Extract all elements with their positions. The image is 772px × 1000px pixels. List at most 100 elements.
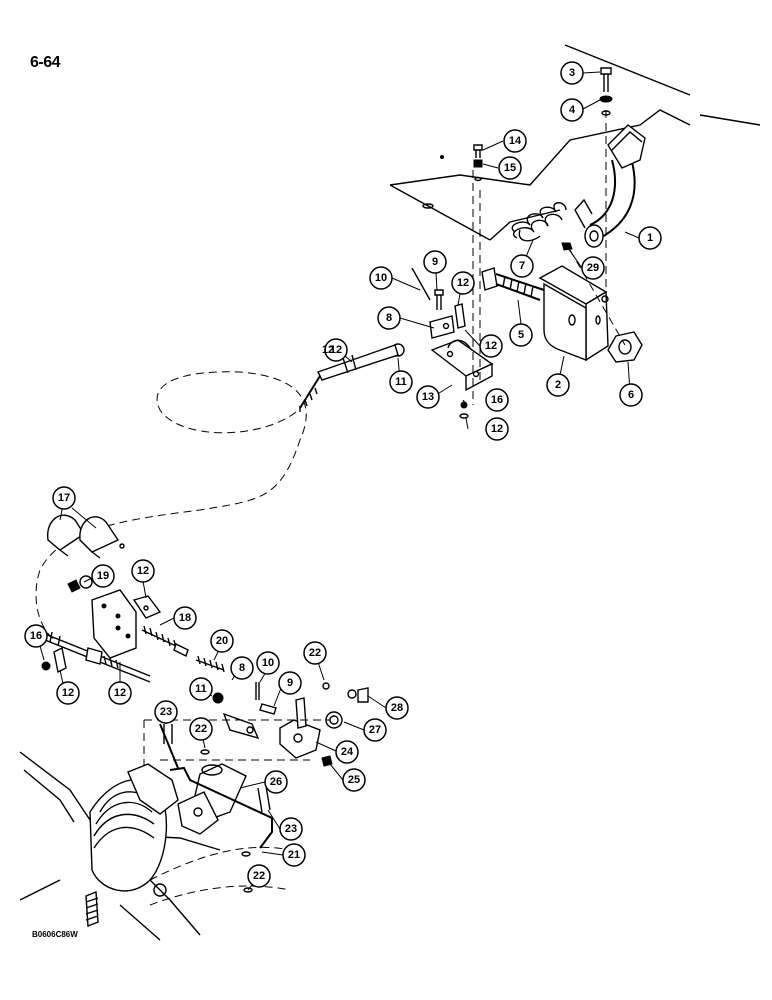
- callout-label: 9: [432, 256, 438, 268]
- callout-label: 24: [341, 746, 354, 758]
- callout-4: 4: [560, 98, 584, 122]
- spring-20: [195, 655, 225, 673]
- callout-label: 25: [348, 774, 360, 786]
- callout-label: 12: [457, 277, 469, 289]
- callout-13: 13: [416, 385, 440, 409]
- callout-3: 3: [560, 61, 584, 85]
- callout-16: 16: [24, 624, 48, 648]
- callout-label: 15: [504, 162, 516, 174]
- callout-25: 25: [342, 768, 366, 792]
- assembly-line-lower-5: [149, 885, 291, 906]
- cable-lower-end: [29, 625, 151, 683]
- callout-11: 11: [189, 677, 213, 701]
- small-bolt-and-nut: [473, 144, 483, 182]
- callout-label: 7: [519, 260, 525, 272]
- callout-22: 22: [247, 864, 271, 888]
- callout-label: 12: [491, 423, 503, 435]
- callout-9: 9: [278, 671, 302, 695]
- callout-12: 12: [451, 271, 475, 295]
- lower-plate: [91, 589, 137, 659]
- return-spring: [511, 202, 567, 242]
- callout-23: 23: [279, 817, 303, 841]
- callout-29: 29: [581, 256, 605, 280]
- callout-8: 8: [230, 656, 254, 680]
- callout-14: 14: [503, 129, 527, 153]
- callout-label: 12: [330, 344, 342, 356]
- callout-label: 19: [97, 570, 109, 582]
- callout-label: 8: [386, 312, 392, 324]
- callout-label: 10: [375, 272, 387, 284]
- callout-label: 26: [270, 776, 282, 788]
- callout-label: 12: [114, 687, 126, 699]
- callout-label: 4: [569, 104, 576, 116]
- callout-12: 12: [56, 681, 80, 705]
- callout-label: 12: [322, 344, 334, 356]
- callout-9: 9: [423, 250, 447, 274]
- callout-27: 27: [363, 718, 387, 742]
- callout-7: 7: [510, 254, 534, 278]
- callout-12: 12: [322, 344, 334, 356]
- callout-label: 11: [395, 376, 407, 388]
- callout-15: 15: [498, 156, 522, 180]
- callout-label: 14: [509, 135, 522, 147]
- callout-label: 23: [285, 823, 297, 835]
- callout-22: 22: [303, 641, 327, 665]
- callout-12: 12: [485, 417, 509, 441]
- callout-11: 11: [389, 370, 413, 394]
- callout-label: 2: [555, 379, 561, 391]
- callout-28: 28: [385, 696, 409, 720]
- callout-12: 12: [479, 334, 503, 358]
- callout-label: 22: [309, 647, 321, 659]
- callout-17: 17: [52, 486, 76, 510]
- callout-24: 24: [335, 740, 359, 764]
- stop-bolt: [481, 267, 545, 301]
- callout-label: 28: [391, 702, 403, 714]
- cable-clamps: [47, 514, 125, 559]
- floor-panel: [389, 44, 761, 241]
- linkage-rod: [169, 766, 273, 849]
- callout-6: 6: [619, 383, 643, 407]
- callout-18: 18: [173, 606, 197, 630]
- jam-nut: [561, 242, 573, 251]
- callout-label: 29: [587, 262, 599, 274]
- callout-12: 12: [324, 338, 348, 362]
- callout-label: 17: [58, 492, 70, 504]
- callout-26: 26: [264, 770, 288, 794]
- callout-label: 23: [160, 706, 172, 718]
- callout-label: 12: [62, 687, 74, 699]
- callout-8: 8: [377, 306, 401, 330]
- callout-20: 20: [210, 629, 234, 653]
- figure-code: B0606C86W: [32, 930, 78, 939]
- callout-label: 10: [262, 657, 274, 669]
- page-number: 6-64: [30, 54, 61, 71]
- hex-nut: [607, 331, 643, 363]
- callout-label: 8: [239, 662, 245, 674]
- bolt-and-washer: [599, 67, 613, 116]
- callout-22: 22: [189, 717, 213, 741]
- assembly-line-upper-4: [569, 249, 626, 346]
- callout-label: 1: [647, 232, 653, 244]
- callout-label: 21: [288, 849, 300, 861]
- callout-12: 12: [131, 559, 155, 583]
- leader-lines: [39, 71, 640, 891]
- lower-linkage: [159, 682, 369, 893]
- cable-loop: [35, 371, 307, 641]
- small-plate-12: [132, 595, 162, 619]
- callout-label: 13: [422, 391, 434, 403]
- callout-label: 11: [195, 683, 207, 695]
- spring-18: [141, 625, 189, 657]
- callout-5: 5: [509, 323, 533, 347]
- callout-label: 6: [628, 389, 634, 401]
- pedal: [574, 124, 646, 248]
- callout-label: 3: [569, 67, 575, 79]
- callout-16: 16: [485, 388, 509, 412]
- callout-label: 27: [369, 724, 381, 736]
- callout-label: 18: [179, 612, 191, 624]
- callout-label: 12: [485, 340, 497, 352]
- callout-12: 12: [108, 681, 132, 705]
- callout-label: 20: [216, 635, 228, 647]
- transmission-housing: [19, 751, 221, 941]
- callout-19: 19: [91, 564, 115, 588]
- callout-label: 12: [137, 565, 149, 577]
- callout-2: 2: [546, 373, 570, 397]
